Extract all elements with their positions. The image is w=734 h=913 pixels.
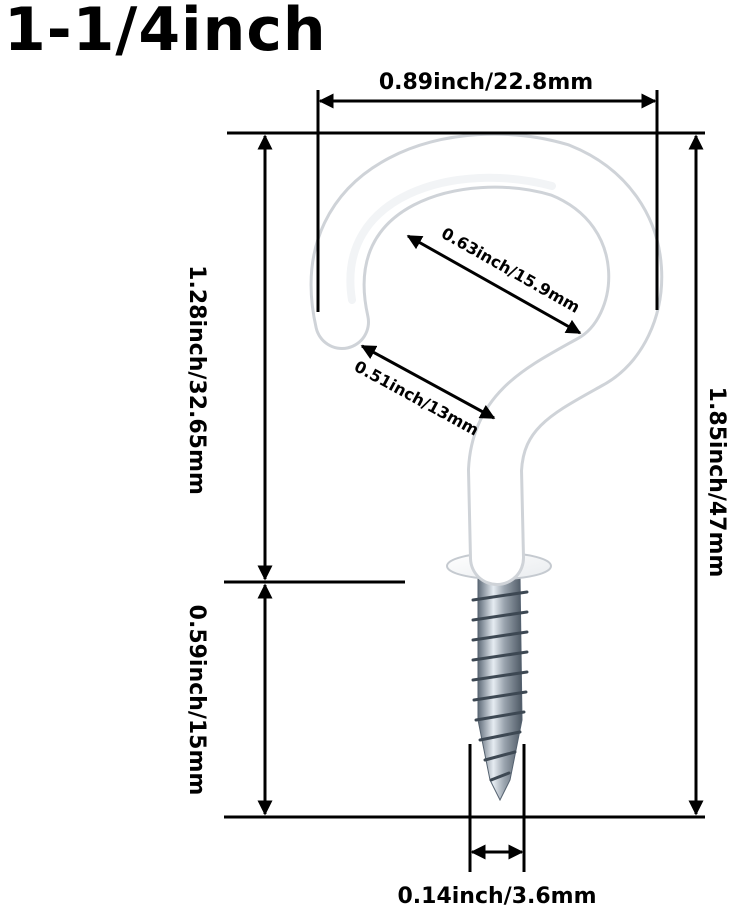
inner-diameter-arrow (406, 234, 582, 335)
inner-diameter-label: 0.63inch/15.9mm (438, 224, 583, 317)
opening-arrow (360, 344, 496, 420)
hook-body (312, 135, 661, 583)
thread-length-label: 0.59inch/15mm (184, 605, 209, 796)
shank-diameter-label: 0.14inch/3.6mm (397, 884, 596, 909)
opening-label: 0.51inch/13mm (351, 357, 482, 440)
cup-hook-illustration (309, 132, 664, 802)
overall-width-label: 0.89inch/22.8mm (379, 70, 593, 95)
hook-height-label: 1.28inch/32.65mm (184, 265, 209, 495)
product-title: 1-1/4inch (4, 0, 327, 65)
screw-shank (471, 574, 529, 802)
total-length-label: 1.85inch/47mm (704, 387, 729, 578)
